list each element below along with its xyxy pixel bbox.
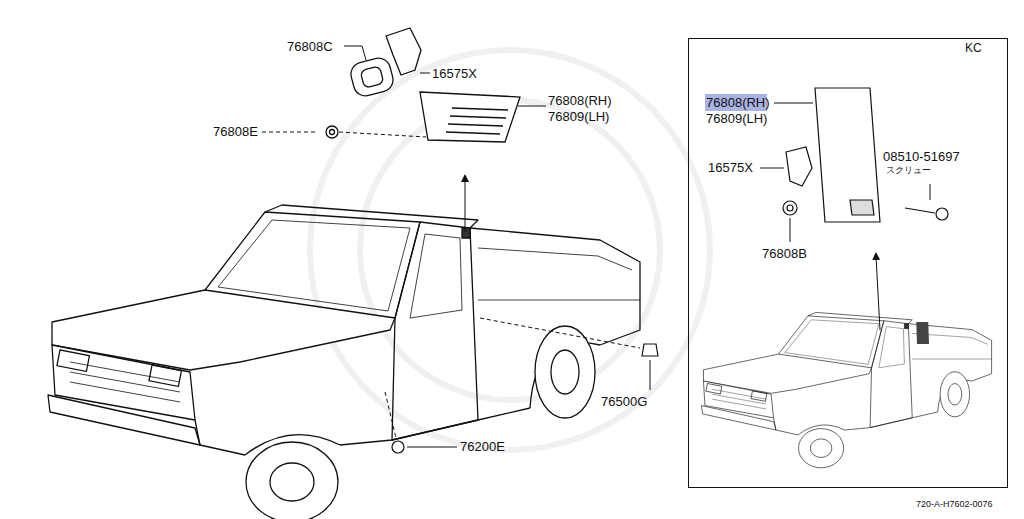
part-number: 76808(RH)	[548, 93, 612, 108]
part-number: 76200E	[460, 439, 505, 454]
part-number: 76808E	[213, 124, 258, 139]
part-number: 16575X	[708, 160, 753, 175]
variant-code: KC	[965, 41, 982, 55]
part-number: 76808C	[287, 39, 333, 54]
part-number: 76500G	[601, 394, 647, 409]
part-number: 76809(LH)	[706, 111, 767, 126]
part-number: 16575X	[432, 66, 477, 81]
part-number: 76808B	[762, 246, 807, 261]
part-number: 76809(LH)	[548, 109, 609, 124]
part-number: 720-A-H7602-0076	[916, 499, 993, 510]
part-number: スクリュー	[886, 165, 931, 176]
part-number: 08510-51697	[883, 149, 960, 164]
part-number: 76808(RH)	[706, 95, 770, 110]
